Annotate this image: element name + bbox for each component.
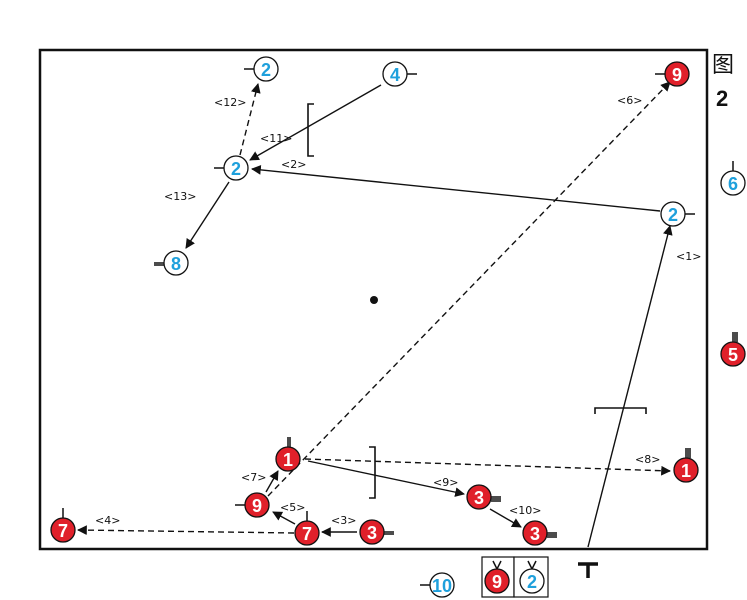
- bracket-top: [307, 103, 314, 157]
- player-number: 9: [252, 496, 262, 516]
- move-label-10: <10>: [509, 504, 541, 517]
- player-red-3-r3_low: 3: [522, 520, 557, 546]
- player-circle: [720, 170, 746, 196]
- player-blue-10-b10: 10: [420, 572, 455, 598]
- player-circle: [50, 517, 76, 543]
- player-red-5-r5: 5: [720, 332, 746, 367]
- player-circle: [253, 56, 279, 82]
- player-number: 2: [668, 205, 678, 225]
- move-label-1: <1>: [676, 250, 701, 263]
- player-circle: [720, 341, 746, 367]
- player-blue-4-b4: 4: [382, 61, 417, 87]
- player-number: 8: [171, 254, 181, 274]
- player-number: 1: [681, 461, 691, 481]
- player-number: 9: [492, 572, 502, 592]
- player-circle: [673, 457, 699, 483]
- player-circle: [382, 61, 408, 87]
- player-number: 3: [367, 523, 377, 543]
- player-circle: [294, 520, 320, 546]
- move-line-8: [304, 458, 671, 476]
- player-red-7-r7_mid: 7: [294, 511, 320, 546]
- player-number: 2: [261, 60, 271, 80]
- movement-lines: [77, 81, 673, 548]
- move-label-8: <8>: [635, 453, 660, 466]
- move-line-2: [251, 165, 661, 212]
- player-blue-2-b2_mid: 2: [214, 155, 249, 181]
- move-label-9: <9>: [433, 476, 458, 489]
- player-red-9-r9: 9: [235, 492, 270, 518]
- player-circle: [519, 568, 545, 594]
- move-line-6: [267, 81, 671, 497]
- move-label-12: <12>: [214, 96, 246, 109]
- move-labels: <1> <2> <3> <4> <5> <6> <7> <8> <9> <10>…: [95, 94, 701, 527]
- player-number: 1: [283, 450, 293, 470]
- player-number: 5: [728, 345, 738, 365]
- player-number: 9: [672, 65, 682, 85]
- player-red-1-r1_right: 1: [673, 448, 699, 483]
- player-red-9-r9_top: 9: [655, 61, 690, 87]
- bracket-right: [594, 407, 647, 414]
- move-line-10: [489, 508, 522, 528]
- move-label-7: <7>: [241, 471, 266, 484]
- move-label-5: <5>: [280, 501, 305, 514]
- move-line-5: [272, 511, 296, 525]
- move-label-3: <3>: [331, 514, 356, 527]
- player-number: 6: [728, 174, 738, 194]
- player-number: 10: [432, 576, 452, 596]
- player-circle: [466, 484, 492, 510]
- player-number: 2: [231, 159, 241, 179]
- t-marker: [578, 562, 598, 578]
- center-spot: [370, 296, 378, 304]
- field-border: [38, 48, 709, 551]
- player-circle: [244, 492, 270, 518]
- move-line-12: [239, 83, 261, 156]
- player-red-1-r1: 1: [275, 437, 301, 472]
- move-line-9: [307, 460, 465, 497]
- player-number: 7: [302, 524, 312, 544]
- move-line-11: [249, 84, 382, 161]
- player-red-7-r7_left: 7: [50, 508, 76, 543]
- player-blue-2-b2_box: 2: [519, 560, 545, 594]
- move-line-13: [185, 181, 230, 249]
- player-blue-2-b2_right: 2: [660, 201, 695, 227]
- player-number: 2: [527, 572, 537, 592]
- player-circle: [223, 155, 249, 181]
- move-label-6: <6>: [617, 94, 642, 107]
- player-circle: [163, 250, 189, 276]
- move-label-2: <2>: [281, 158, 306, 171]
- figure-title-number: 2: [716, 86, 728, 111]
- move-line-1: [587, 225, 673, 548]
- player-circle: [275, 446, 301, 472]
- player-number: 3: [530, 524, 540, 544]
- player-circle: [664, 61, 690, 87]
- bracket-middle: [369, 446, 376, 499]
- player-number: 7: [58, 521, 68, 541]
- move-label-4: <4>: [95, 514, 120, 527]
- player-red-9-r9_box: 9: [484, 560, 510, 594]
- player-number: 3: [474, 488, 484, 508]
- figure-title-char: 图: [712, 53, 734, 78]
- player-red-3-r3_bottom: 3: [359, 519, 394, 545]
- player-number: 4: [390, 65, 400, 85]
- move-line-7: [265, 470, 279, 493]
- player-circle: [359, 519, 385, 545]
- player-circle: [484, 568, 510, 594]
- player-circle: [660, 201, 686, 227]
- player-blue-8-b8: 8: [154, 250, 189, 276]
- player-circle: [522, 520, 548, 546]
- move-label-11: <11>: [260, 132, 292, 145]
- move-line-4: [77, 525, 295, 536]
- player-red-3-r3_mid: 3: [466, 484, 501, 510]
- player-blue-6-b6: 6: [720, 161, 746, 196]
- player-blue-2-b2_top: 2: [244, 56, 279, 82]
- move-label-13: <13>: [164, 190, 196, 203]
- player-circle: [429, 572, 455, 598]
